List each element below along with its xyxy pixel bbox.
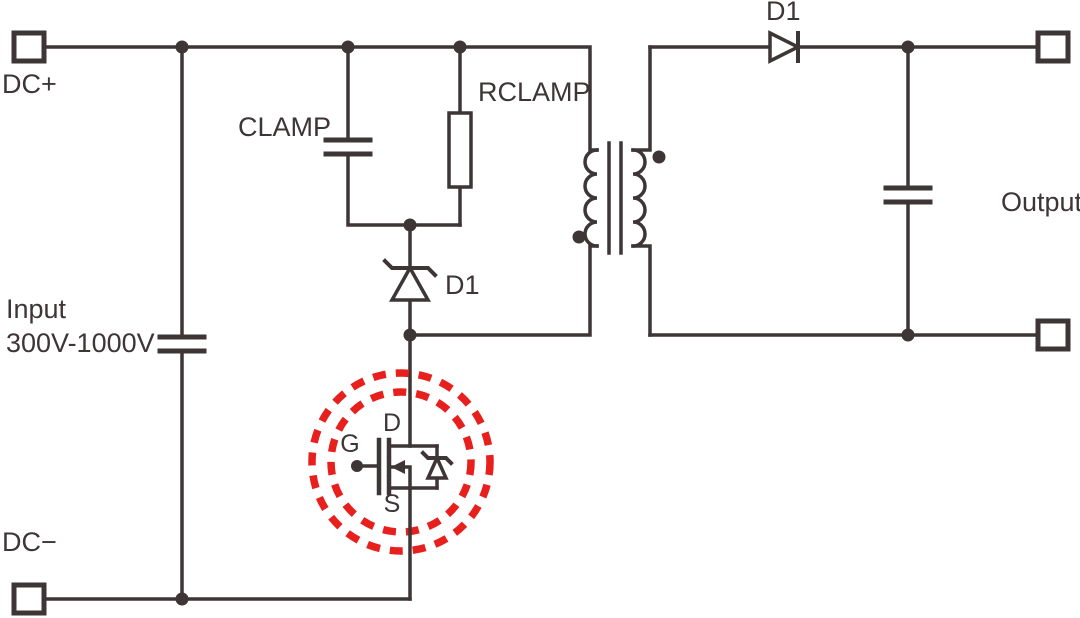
secondary-winding [631,148,647,248]
junction-dot [901,40,915,54]
input-capacitor [157,334,207,354]
output-label: Output [1001,187,1080,217]
rclamp-resistor-label: RCLAMP [478,77,591,107]
junction-dot [403,218,417,232]
dc-minus-label: DC− [2,527,57,557]
dc-minus-terminal [11,582,47,616]
gate-terminal-dot [351,460,363,472]
input-label-line2: 300V-1000V [6,328,155,358]
output-diode [768,30,802,64]
rclamp-resistor [447,111,473,189]
junction-dot [453,40,467,54]
transformer [572,141,666,255]
junction-dot [175,40,189,54]
clamp-capacitor-label: CLAMP [238,112,331,142]
clamp-diode-label: D1 [445,270,480,300]
clamp-diode [382,258,438,302]
junction-dot [175,592,189,606]
secondary-phase-dot [652,150,666,164]
dc-plus-terminal [11,30,47,64]
primary-phase-dot [572,230,586,244]
output-negative-terminal [1035,318,1071,352]
diode-triangle [768,30,802,64]
secondary-bottom-lead [631,244,652,337]
clamp-capacitor-wire-bottom [346,152,462,227]
mosfet [351,437,454,601]
mosfet-drain-label: D [383,409,401,437]
mosfet-highlight-outer-circle [308,369,494,555]
zener-cathode-bar [382,258,438,278]
mosfet-gate-label: G [340,430,359,458]
clamp-capacitor [323,137,373,157]
dc-plus-label: DC+ [2,69,57,99]
junction-dots [175,40,915,606]
diode-triangle [389,264,431,302]
output-positive-terminal [1035,30,1071,64]
primary-return-wire [408,244,599,337]
junction-dot [403,328,417,342]
output-capacitor [883,185,933,205]
mosfet-body-arrow [391,460,405,474]
output-diode-label: D1 [766,0,801,26]
body-diode-triangle [425,453,449,480]
primary-winding [583,148,599,248]
body-diode-cathode-bar [420,450,454,466]
secondary-top-lead [631,45,652,152]
mosfet-source-label: S [384,490,401,518]
input-label-line1: Input [6,294,67,324]
mosfet-highlight-inner-circle [327,388,475,536]
junction-dot [341,40,355,54]
junction-dot [901,328,915,342]
